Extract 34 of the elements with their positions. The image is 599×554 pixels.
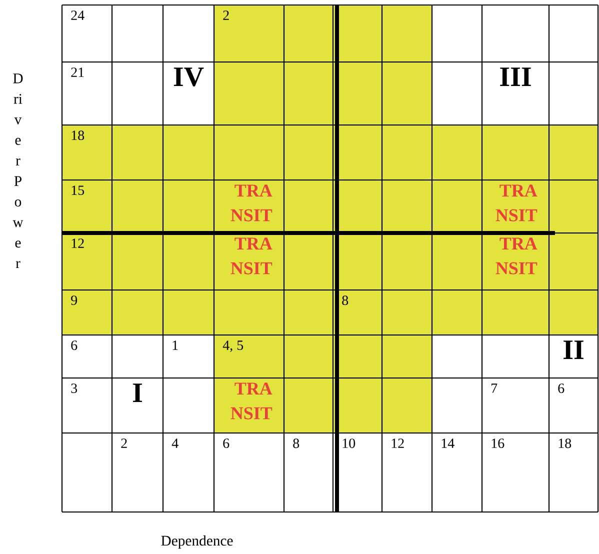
cell-number: 2 [121,438,127,448]
cell-number: 12 [392,438,404,448]
transit-label: TRA NSIT [230,238,272,274]
cell-number: 6 [71,340,78,350]
cell-number: 24 [71,10,84,20]
cell-number: 2 [223,10,229,20]
cell-number: 8 [293,438,300,448]
quadrant-numeral: IV [174,68,204,86]
cell-number: 4 [172,438,178,448]
cell-number: 4, 5 [222,340,244,352]
axis-label: Driver Power [12,74,24,268]
cell-number: 6 [558,384,564,394]
transit-label: TRA NSIT [230,184,272,222]
cell-number: 16 [492,438,504,448]
cell-number: 3 [71,384,78,394]
cell-number: 1 [172,340,178,350]
cell-number: 7 [492,384,498,393]
cell-number: 21 [71,68,84,77]
cell-number: 10 [342,438,356,448]
cell-number: 15 [72,186,84,195]
cell-number: 14 [442,438,454,448]
transit-label: TRA NSIT [496,184,538,222]
axis-label: Dependence [161,535,233,549]
cell-number: 9 [71,296,78,306]
cell-number: 12 [72,238,84,248]
cell-number: 18 [558,438,572,448]
transit-label: TRA NSIT [230,382,272,420]
transit-label: TRA NSIT [496,238,538,274]
quadrant-numeral: II [564,340,584,359]
cell-number: 18 [72,130,84,140]
quadrant-numeral: I [133,384,142,402]
cell-number: 6 [223,438,230,448]
quadrant-numeral: III [500,68,531,86]
cell-number: 8 [342,296,348,306]
